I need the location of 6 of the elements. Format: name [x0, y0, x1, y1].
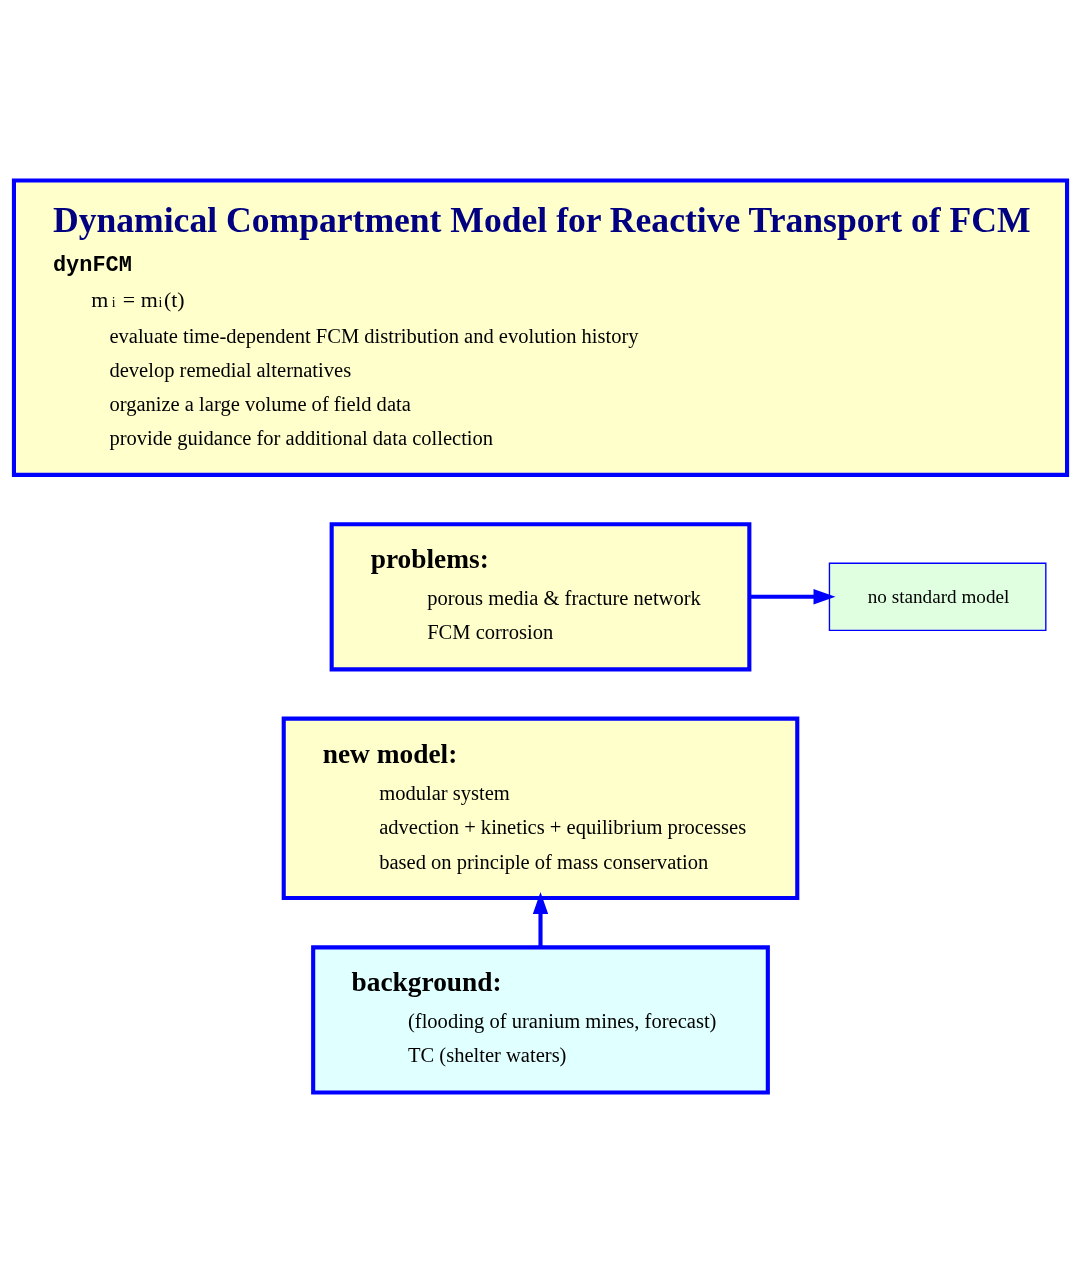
arrow: [532, 892, 549, 947]
node-box: no standard model: [828, 562, 1047, 632]
node-box: background: (flooding of uranium mines, forecast) TC (shelter waters): [311, 945, 770, 1095]
node-box: new model: modular system advection + kinetics + equilibrium processes based on principle of mass conservation: [281, 716, 800, 901]
arrow: [749, 589, 836, 605]
node-box: problems: porous media & fracture network FCM corrosion: [329, 522, 752, 672]
